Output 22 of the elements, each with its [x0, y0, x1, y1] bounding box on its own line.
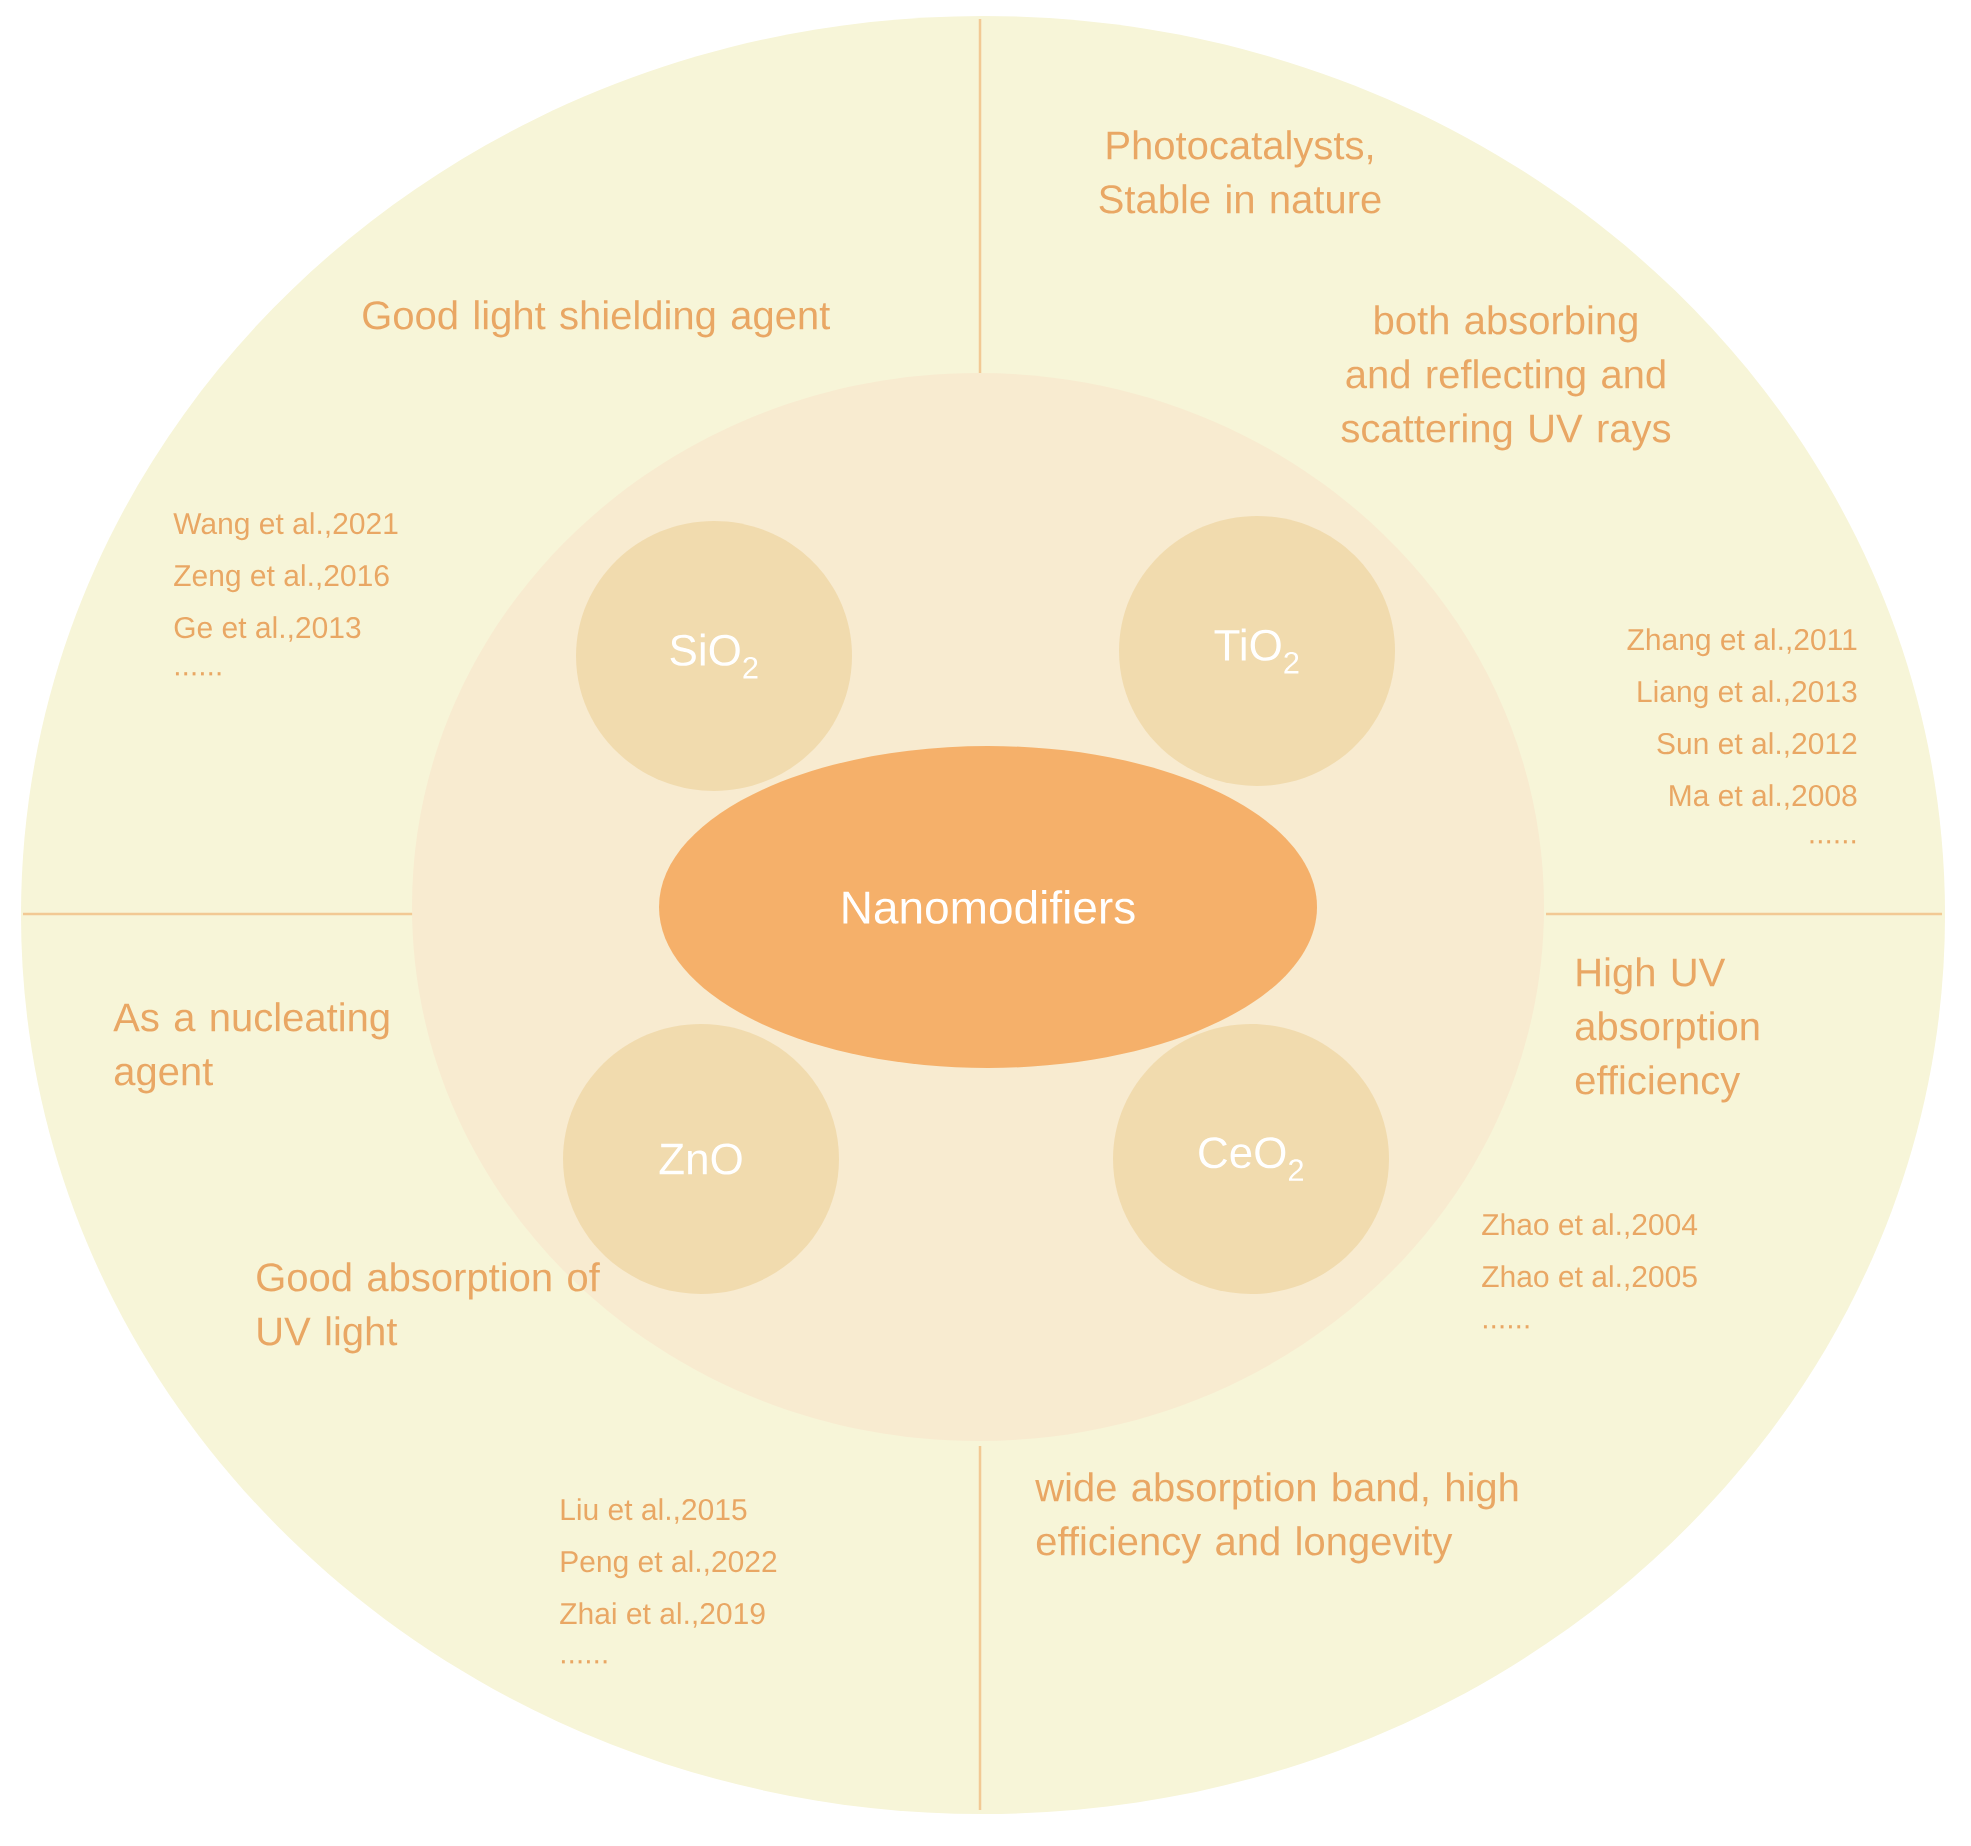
citation-text: Ma et al.,2008: [1670, 784, 1857, 810]
citation-text: Zhao et al.,2004: [1482, 1213, 1698, 1239]
description-text: Photocatalysts, Stable in nature: [1099, 130, 1381, 214]
description-text: High UV absorption efficiency: [1575, 957, 1759, 1103]
ellipsis: ......: [1810, 840, 1856, 844]
citation-text: Sun et al.,2012: [1657, 732, 1857, 758]
citation-text: Zhao et al.,2005: [1482, 1265, 1697, 1291]
citation-text: Ge et al.,2013: [174, 616, 361, 642]
citation-text: Zhai et al.,2019: [560, 1602, 765, 1628]
description-text: Good light shielding agent: [363, 300, 830, 338]
description-text: wide absorption band, high efficiency and longevity: [1035, 1472, 1518, 1564]
description-text: both absorbing and reflecting and scattering UV rays: [1341, 305, 1671, 451]
ellipsis: ......: [175, 672, 221, 676]
description-text: As a nucleating agent: [113, 1002, 389, 1094]
ellipsis: ......: [561, 1660, 607, 1664]
citation-text: Zhang et al.,2011: [1627, 628, 1857, 657]
ellipsis: ......: [1483, 1325, 1529, 1329]
citation-text: Liang et al.,2013: [1638, 680, 1857, 709]
citation-text: Zeng et al.,2016: [174, 564, 389, 593]
citation-text: Peng et al.,2022: [561, 1550, 777, 1579]
citation-text: Liu et al.,2015: [561, 1498, 747, 1524]
citation-text: Wang et al.,2021: [173, 512, 398, 541]
